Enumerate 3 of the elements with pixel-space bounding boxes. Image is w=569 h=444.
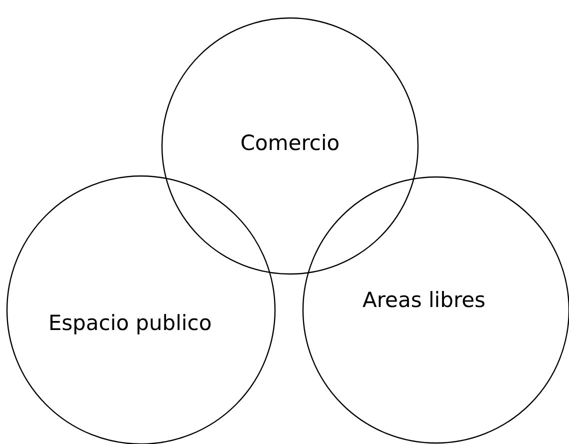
circle-label: Comercio xyxy=(240,131,340,155)
circle-label: Espacio publico xyxy=(48,311,212,335)
circle-label: Areas libres xyxy=(362,288,486,312)
